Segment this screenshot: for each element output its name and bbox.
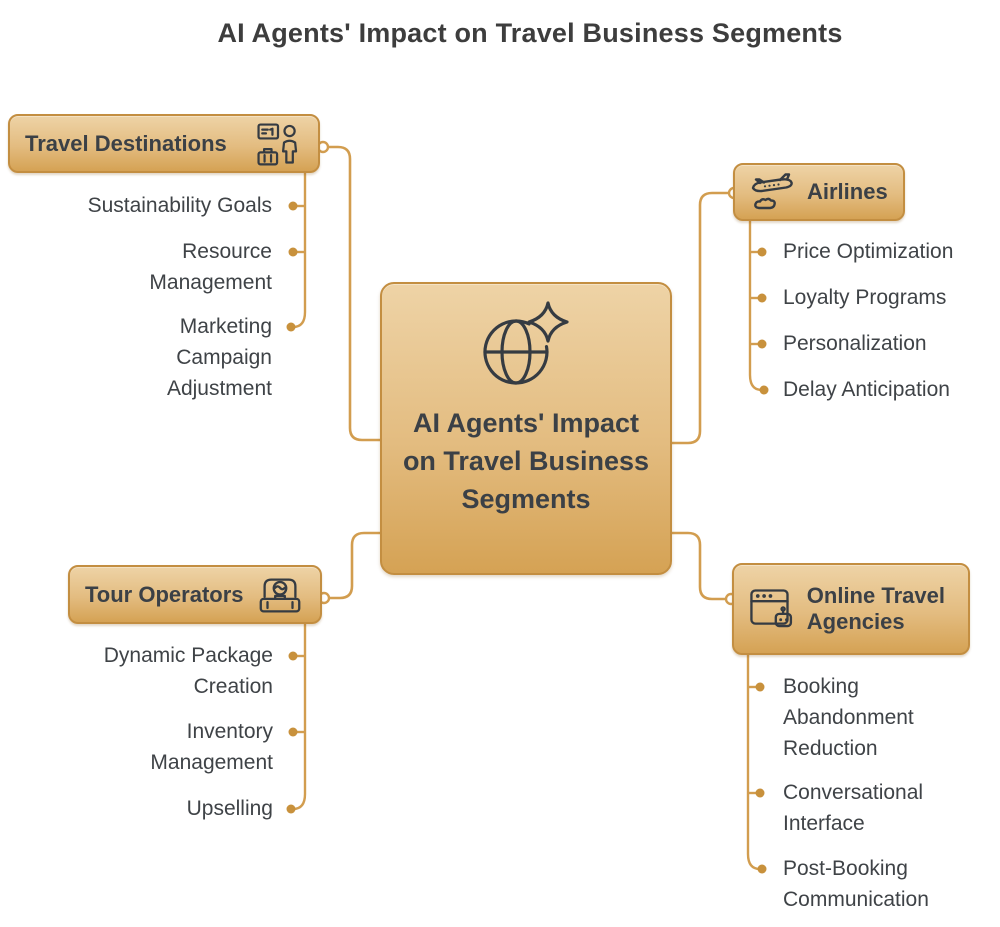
node-travel-destinations-label: Travel Destinations [25,130,227,156]
browser-robot-icon [750,589,793,628]
item-loyalty-programs[interactable]: Loyalty Programs [783,286,947,309]
node-online-travel-agencies[interactable]: Online Travel Agencies [732,563,970,655]
bullet-dot [288,727,298,737]
bullet-dot [759,385,769,395]
bullet-dot [755,788,765,798]
central-node[interactable]: AI Agents' Impact on Travel Business Seg… [380,282,672,575]
bullet-dot [757,293,767,303]
item-resource-management[interactable]: Resource Management [149,240,272,294]
bullet-dot [288,201,298,211]
item-tree-airlines [748,221,769,395]
item-inventory-management[interactable]: Inventory Management [150,720,273,774]
bullet-dot [757,864,767,874]
globe-sparkle-icon [483,301,569,385]
bullet-dot [286,804,296,814]
bullet-dot [288,247,298,257]
node-tour-operators[interactable]: Tour Operators [68,565,322,624]
item-personalization[interactable]: Personalization [783,332,927,355]
node-tour-operators-label: Tour Operators [85,581,244,607]
item-price-optimization[interactable]: Price Optimization [783,240,954,263]
central-node-label: AI Agents' Impact on Travel Business Seg… [402,408,650,514]
item-dynamic-package-creation[interactable]: Dynamic Package Creation [103,644,273,698]
bullet-dot [286,322,296,332]
item-tree-tour-operators [286,623,307,814]
connector-online-travel-agencies [672,531,738,606]
suitcase-globe-icon [259,577,301,612]
node-airlines[interactable]: Airlines [733,163,905,221]
node-travel-destinations[interactable]: Travel Destinations [8,114,320,173]
connector-airlines [672,186,741,445]
item-tree-travel-destinations [286,173,307,332]
item-tree-online-travel-agencies [746,654,767,874]
item-delay-anticipation[interactable]: Delay Anticipation [783,378,950,401]
item-booking-abandonment-reduction[interactable]: Booking Abandonment Reduction [783,675,914,760]
bullet-dot [757,339,767,349]
node-online-travel-agencies-label: Online Travel Agencies [806,583,945,634]
bullet-dot [755,682,765,692]
airplane-cloud-icon [751,173,793,210]
traveler-ticket-luggage-icon [257,122,298,165]
item-post-booking-communication[interactable]: Post-Booking Communication [783,857,929,911]
item-upselling[interactable]: Upselling [186,797,273,820]
item-conversational-interface[interactable]: Conversational Interface [783,781,924,835]
node-airlines-label: Airlines [807,179,888,204]
item-sustainability-goals[interactable]: Sustainability Goals [87,194,272,217]
bullet-dot [757,247,767,257]
connector-travel-destinations [316,140,380,442]
connector-tour-operators [317,531,380,605]
page-title: AI Agents' Impact on Travel Business Seg… [217,18,843,48]
bullet-dot [288,651,298,661]
item-marketing-campaign-adjustment[interactable]: Marketing Campaign Adjustment [166,315,272,400]
